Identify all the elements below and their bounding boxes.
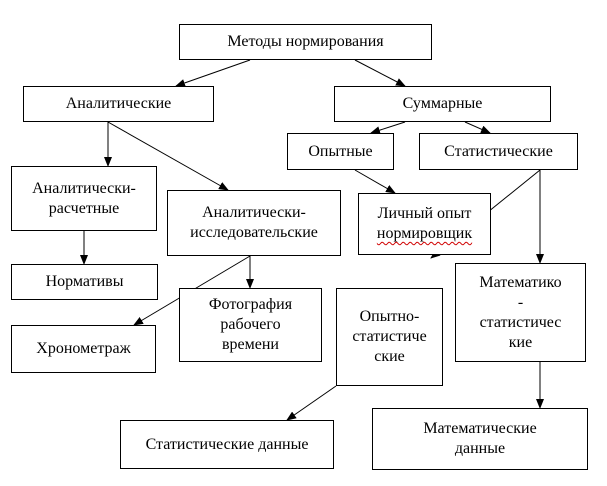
arrow-summary-to-empirical [370,121,406,135]
empirical-node: Опытные [287,133,394,170]
personal-experience-line1: Личный опыт [377,205,472,222]
summary-node: Суммарные [334,86,551,122]
empirical-statistical-node: Опытно- статистиче ские [336,288,443,386]
statistical-data-node: Статистические данные [120,420,334,469]
root-node: Методы нормирования [179,24,432,60]
workday-photo-node: Фотография рабочего времени [179,288,322,362]
arrow-root-to-summary [354,59,406,87]
timing-node: Хронометраж [11,325,156,373]
arrow-analytic-to-analytic-research [107,121,229,191]
math-data-node: Математические данные [372,408,588,470]
analytic-node: Аналитические [23,86,214,122]
arrow-empirical-to-personal-experience [354,169,396,194]
analytic-calc-node: Аналитически- расчетные [11,166,157,231]
norms-node: Нормативы [11,264,158,300]
math-statistical-node: Математико - статистичес кие [455,263,586,362]
personal-experience-node: Личный опыт нормировщик [358,193,491,255]
arrow-root-to-analytic [175,59,251,87]
statistical-node: Статистические [419,133,578,170]
analytic-research-node: Аналитически- исследовательские [167,190,341,256]
personal-experience-line2: нормировщик [376,225,473,242]
arrow-empirical-statistical-to-statistical-data [286,385,337,421]
arrow-summary-to-statistical [464,121,491,134]
